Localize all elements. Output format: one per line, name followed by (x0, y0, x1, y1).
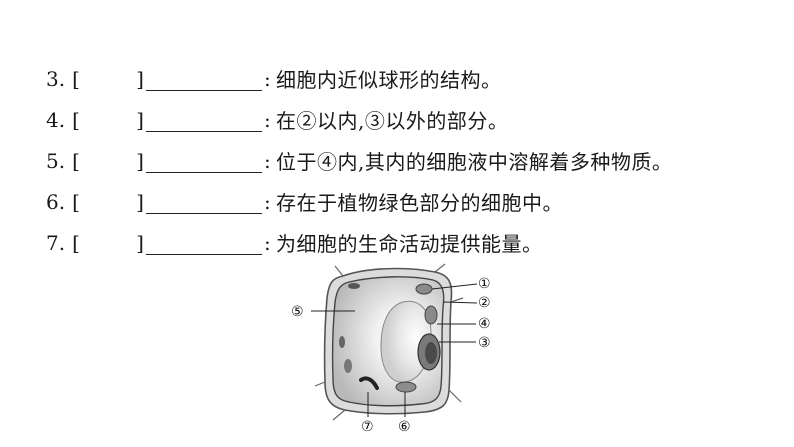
question-text: 在②以内,③以外的部分。 (276, 109, 509, 133)
label-4: ④ (478, 316, 491, 332)
question-3: 3. [ ] : 细胞内近似球形的结构。 (46, 58, 672, 99)
bracket-close: ] (136, 189, 144, 214)
bracket-close: ] (136, 66, 144, 91)
label-6: ⑥ (398, 419, 411, 435)
question-text: 细胞内近似球形的结构。 (276, 68, 502, 92)
colon: : (264, 189, 271, 214)
bracket-close: ] (136, 230, 144, 255)
mitochondrion (395, 381, 417, 393)
question-list: 3. [ ] : 细胞内近似球形的结构。 4. [ ] : 在②以内,③以外的部… (46, 58, 672, 263)
colon: : (264, 230, 271, 255)
question-7: 7. [ ] : 为细胞的生命活动提供能量。 (46, 222, 672, 263)
question-number: 7. (46, 230, 66, 255)
label-3: ③ (478, 335, 491, 351)
question-6: 6. [ ] : 存在于植物绿色部分的细胞中。 (46, 181, 672, 222)
label-1: ① (478, 276, 491, 292)
colon: : (264, 107, 271, 132)
mitochondrion (359, 376, 379, 390)
question-number: 4. (46, 107, 66, 132)
colon: : (264, 148, 271, 173)
leader-line (431, 283, 478, 290)
question-text: 为细胞的生命活动提供能量。 (276, 232, 543, 256)
bracket-close: ] (136, 107, 144, 132)
label-5: ⑤ (291, 304, 304, 320)
answer-blank[interactable] (146, 230, 262, 255)
answer-blank[interactable] (146, 66, 262, 91)
colon: : (264, 66, 271, 91)
question-4: 4. [ ] : 在②以内,③以外的部分。 (46, 99, 672, 140)
question-5: 5. [ ] : 位于④内,其内的细胞液中溶解着多种物质。 (46, 140, 672, 181)
bracket-close: ] (136, 148, 144, 173)
chloroplast (415, 283, 433, 295)
label-7: ⑦ (361, 419, 374, 435)
bracket-open: [ (72, 107, 80, 132)
nucleolus (425, 342, 437, 364)
question-text: 存在于植物绿色部分的细胞中。 (276, 191, 563, 215)
chloroplast (348, 283, 360, 289)
bracket-open: [ (72, 230, 80, 255)
bracket-open: [ (72, 148, 80, 173)
answer-blank[interactable] (146, 148, 262, 173)
question-text: 位于④内,其内的细胞液中溶解着多种物质。 (276, 150, 673, 174)
question-number: 5. (46, 148, 66, 173)
chloroplast (339, 336, 345, 348)
question-number: 6. (46, 189, 66, 214)
bracket-open: [ (72, 66, 80, 91)
chloroplast (344, 359, 352, 373)
bracket-open: [ (72, 189, 80, 214)
leader-line (442, 301, 478, 304)
chloroplast (424, 305, 438, 325)
answer-blank[interactable] (146, 189, 262, 214)
label-2: ② (478, 295, 491, 311)
question-number: 3. (46, 66, 66, 91)
plant-cell-diagram: ① ② ④ ③ ⑤ ⑥ ⑦ (285, 262, 515, 447)
cell-wall-corner-lines (314, 263, 464, 421)
answer-blank[interactable] (146, 107, 262, 132)
